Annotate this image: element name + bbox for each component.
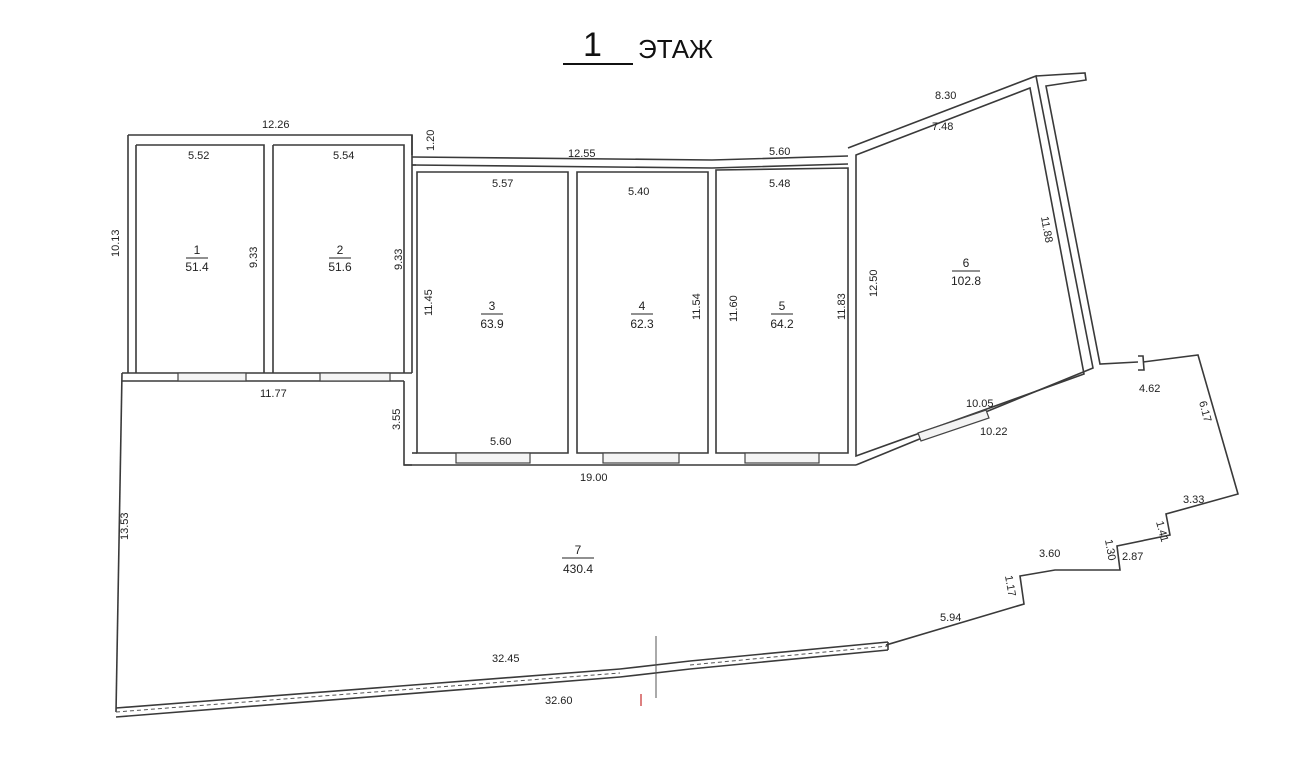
room-area: 102.8	[951, 274, 981, 288]
dim-label: 9.33	[393, 249, 405, 270]
dim-label: 10.22	[980, 426, 1008, 438]
dim-label: 10.13	[110, 229, 122, 257]
dim-label: 3.55	[391, 409, 403, 430]
dim-label: 1.17	[1002, 574, 1018, 597]
dim-label: 5.94	[940, 612, 961, 624]
walls-room-6	[847, 72, 1145, 466]
dim-label: 4.62	[1139, 383, 1160, 395]
room-label-3: 3 63.9	[480, 299, 504, 331]
room-area: 64.2	[770, 317, 794, 331]
dim-label: 6.17	[1196, 400, 1213, 424]
dim-label: 11.83	[836, 293, 848, 320]
room-number: 5	[779, 299, 786, 313]
floor-label: ЭТАЖ	[638, 34, 713, 64]
dim-label: 11.54	[691, 293, 703, 320]
dim-label: 8.30	[935, 90, 956, 102]
room-number: 1	[194, 243, 201, 257]
doors	[177, 372, 990, 464]
dimension-labels: 12.26 12.55 5.60 8.30 7.48 5.52 5.54 5.5…	[188, 90, 1204, 707]
room-area: 430.4	[563, 562, 593, 576]
dim-label: 19.00	[580, 472, 608, 484]
dim-label: 9.33	[248, 247, 260, 268]
door-room-1	[177, 372, 247, 382]
dim-label: 12.50	[868, 269, 880, 297]
dim-label: 1.41	[1153, 520, 1170, 544]
dim-label: 1.20	[425, 130, 437, 151]
dim-label: 3.60	[1039, 548, 1060, 560]
dim-label: 5.48	[769, 178, 790, 190]
dim-label: 12.26	[262, 119, 290, 131]
room-area: 51.6	[328, 260, 352, 274]
dim-label: 10.05	[966, 398, 994, 410]
room-label-6: 6 102.8	[951, 256, 981, 288]
dim-label: 3.33	[1183, 494, 1204, 506]
dim-label: 13.53	[119, 512, 131, 540]
dimension-labels-rotated: 1.20 10.13 9.33 9.33 11.45 11.54 11.60 1…	[110, 130, 1213, 598]
walls-outer	[115, 354, 1239, 718]
dim-label: 11.88	[1038, 215, 1054, 243]
dim-label: 32.60	[545, 695, 573, 707]
dim-label: 2.87	[1122, 551, 1143, 563]
dim-label: 7.48	[932, 121, 953, 133]
dim-label: 5.54	[333, 150, 354, 162]
room-label-5: 5 64.2	[770, 299, 794, 331]
dim-label: 11.60	[728, 295, 740, 322]
room-label-2: 2 51.6	[328, 243, 352, 274]
dim-label: 5.57	[492, 178, 513, 190]
walls-block-middle	[404, 155, 856, 466]
room-number: 4	[639, 299, 646, 313]
floor-number: 1	[583, 26, 602, 64]
dim-label: 5.60	[769, 146, 790, 158]
door-room-3	[455, 452, 531, 464]
dim-label: 5.60	[490, 436, 511, 448]
room-area: 63.9	[480, 317, 504, 331]
room-area: 62.3	[630, 317, 654, 331]
dim-label: 5.40	[628, 186, 649, 198]
dim-label: 1.30	[1102, 538, 1118, 561]
door-room-5	[744, 452, 820, 464]
door-room-4	[602, 452, 680, 464]
room-label-4: 4 62.3	[630, 299, 654, 331]
room-number: 2	[337, 243, 344, 257]
door-room-6	[917, 409, 990, 442]
dim-label: 11.45	[423, 289, 435, 316]
room-label-7: 7 430.4	[562, 543, 594, 576]
room-number: 7	[575, 543, 582, 557]
room-area: 51.4	[185, 260, 209, 274]
dim-label: 12.55	[568, 148, 596, 160]
door-room-2	[319, 372, 391, 382]
room-number: 6	[963, 256, 970, 270]
dim-label: 5.52	[188, 150, 209, 162]
dim-label: 32.45	[492, 653, 520, 665]
walls-block-left	[122, 134, 416, 466]
room-number: 3	[489, 299, 496, 313]
room-label-1: 1 51.4	[185, 243, 209, 274]
dim-label: 11.77	[260, 388, 287, 400]
